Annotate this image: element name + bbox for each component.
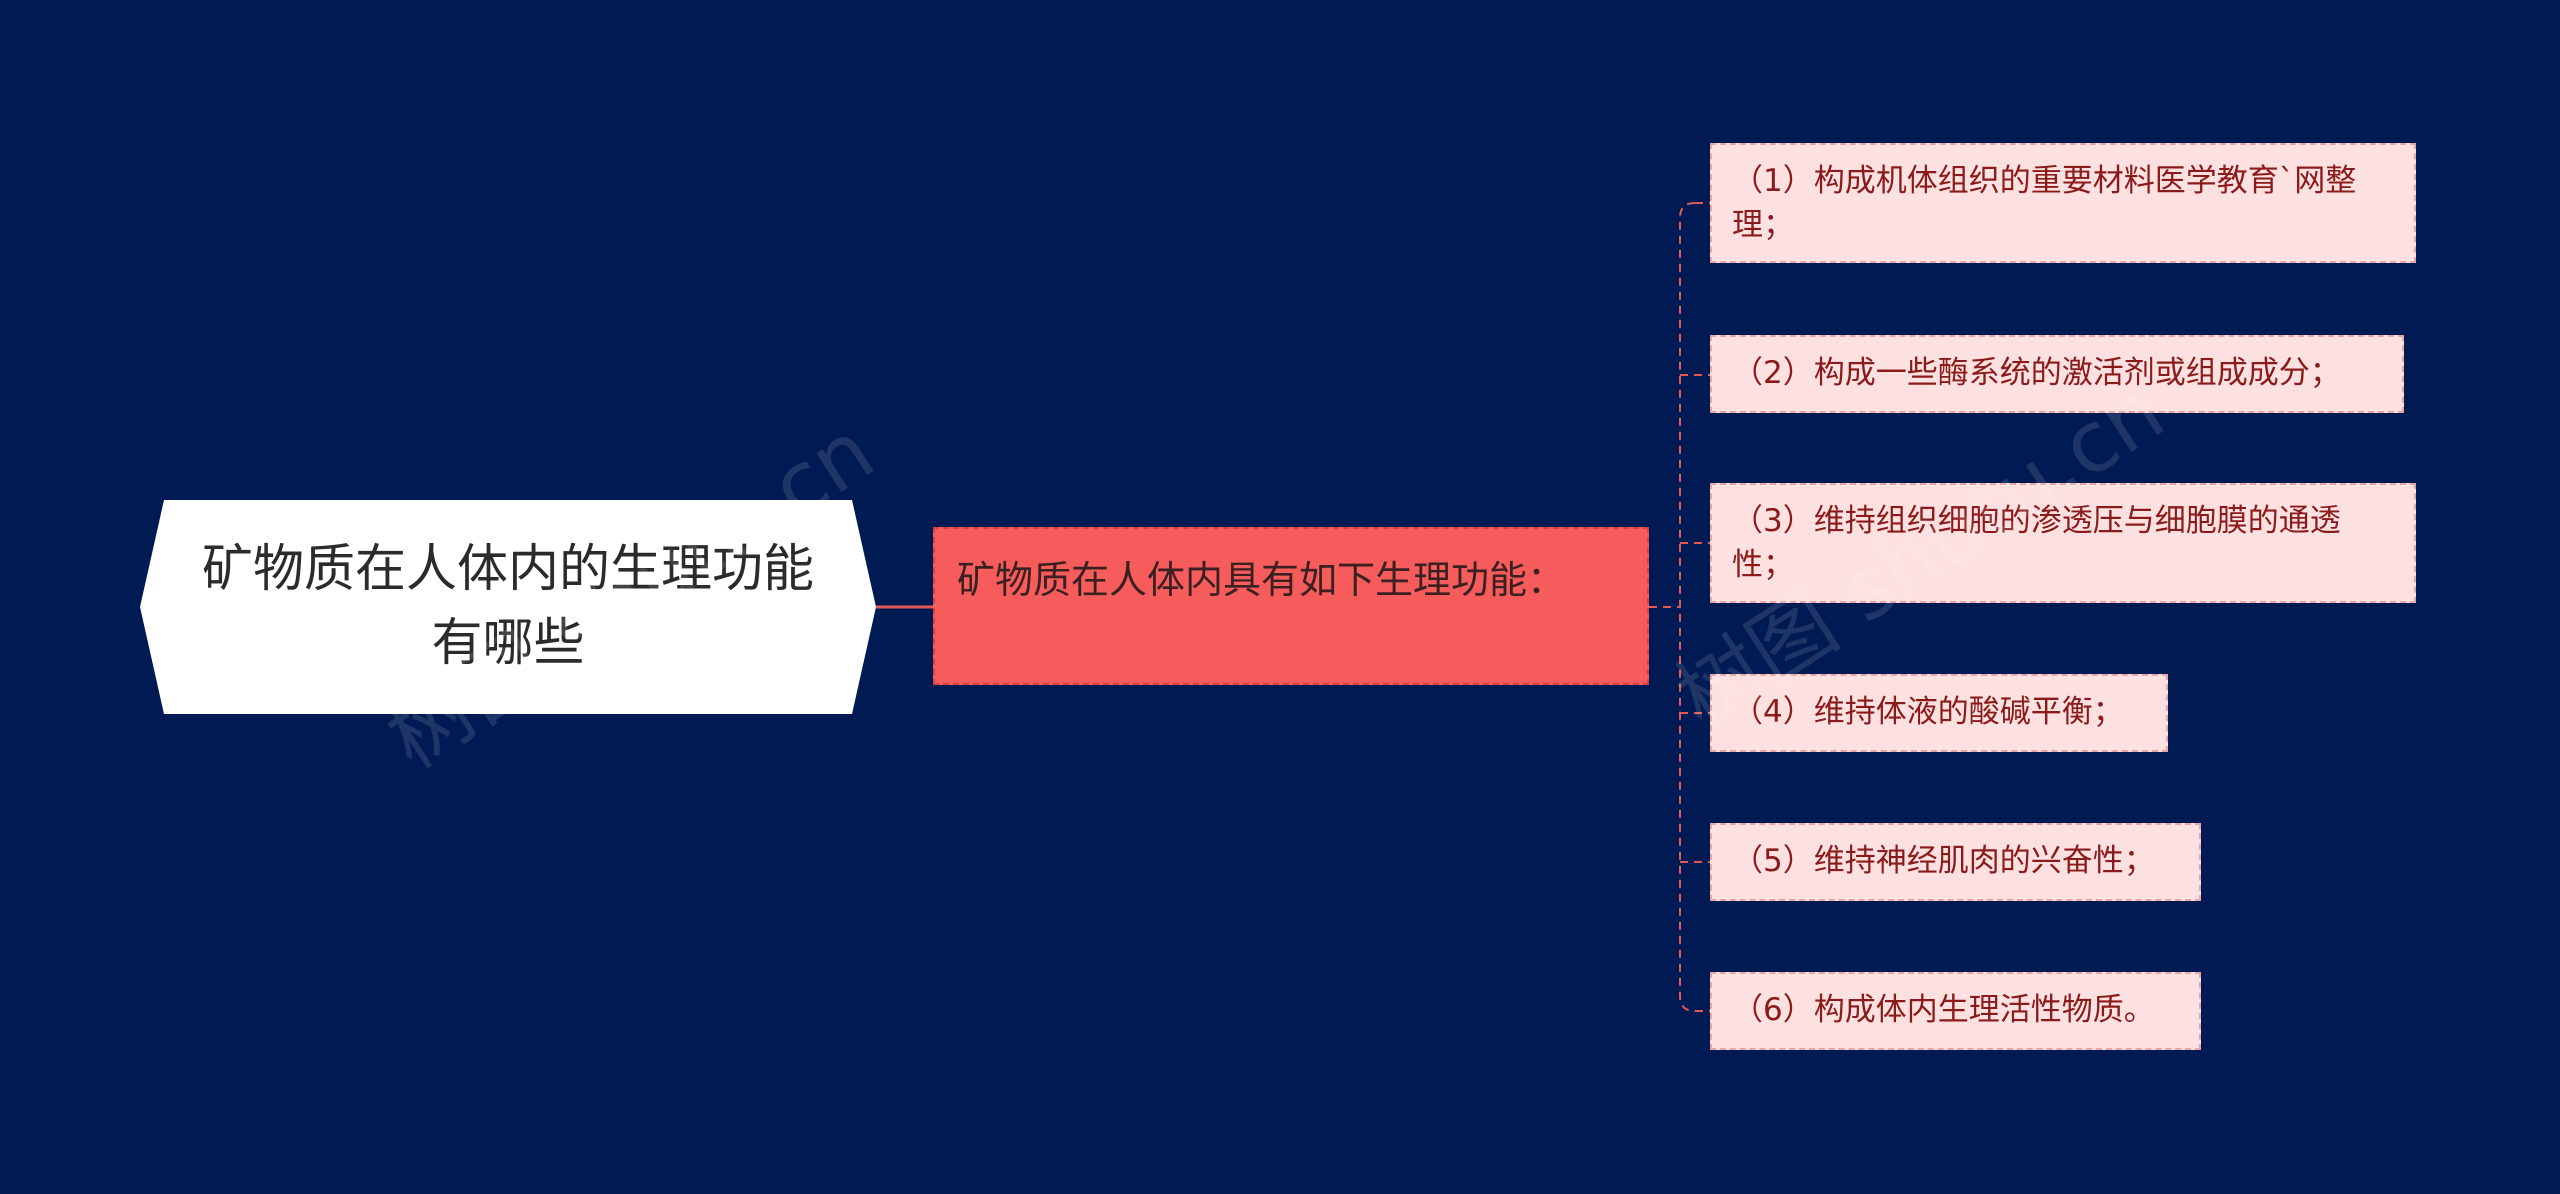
leaf-node-4[interactable]: （4）维持体液的酸碱平衡； xyxy=(1710,674,2168,752)
leaf-text-6: （6）构成体内生理活性物质。 xyxy=(1732,992,2155,1028)
leaf-node-6[interactable]: （6）构成体内生理活性物质。 xyxy=(1710,972,2201,1050)
root-topic-text: 矿物质在人体内的生理功能有哪些 xyxy=(201,540,814,673)
leaf-node-5[interactable]: （5）维持神经肌肉的兴奋性； xyxy=(1710,823,2201,901)
hub-topic-node[interactable]: 矿物质在人体内具有如下生理功能： xyxy=(933,527,1649,685)
hub-topic-text: 矿物质在人体内具有如下生理功能： xyxy=(957,558,1566,602)
leaf-text-3: （3）维持组织细胞的渗透压与细胞膜的通透性； xyxy=(1732,503,2341,583)
leaf-text-5: （5）维持神经肌肉的兴奋性； xyxy=(1732,843,2155,879)
leaf-text-4: （4）维持体液的酸碱平衡； xyxy=(1732,694,2124,730)
root-topic-node[interactable]: 矿物质在人体内的生理功能有哪些 xyxy=(140,500,876,714)
leaf-text-2: （2）构成一些酶系统的激活剂或组成成分； xyxy=(1732,355,2341,391)
leaf-node-2[interactable]: （2）构成一些酶系统的激活剂或组成成分； xyxy=(1710,335,2404,413)
leaf-node-1[interactable]: （1）构成机体组织的重要材料医学教育`网整理； xyxy=(1710,143,2416,263)
leaf-node-3[interactable]: （3）维持组织细胞的渗透压与细胞膜的通透性； xyxy=(1710,483,2416,603)
trunk-connector xyxy=(1679,202,1696,1012)
leaf-text-1: （1）构成机体组织的重要材料医学教育`网整理； xyxy=(1732,163,2357,243)
